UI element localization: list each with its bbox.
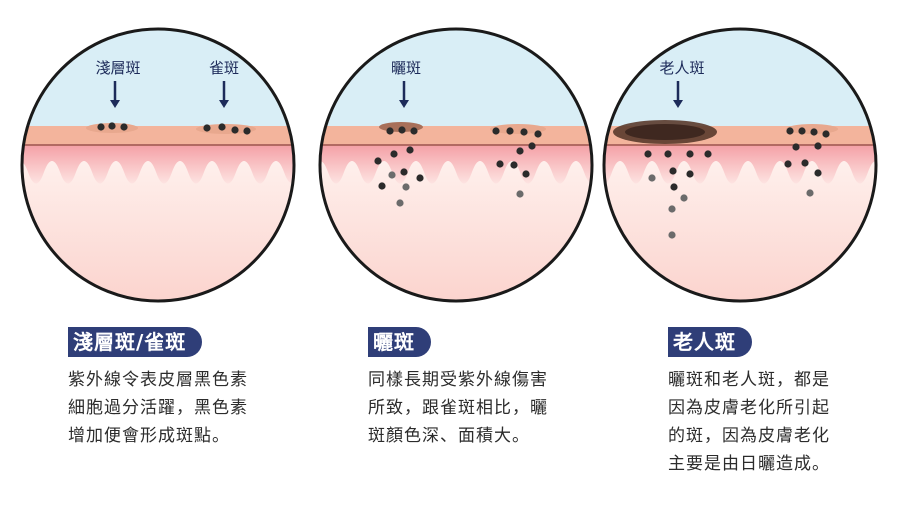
callout-label-age-spot: 老人斑	[659, 59, 705, 77]
panel-freckle: 淺層斑 雀斑 淺層斑/雀斑 紫外線令表皮層黑色素 細胞過分活躍，黑色素 增加便會…	[0, 0, 300, 523]
skin-illustration-sunspot	[318, 27, 594, 303]
magnifier-ring	[602, 27, 878, 303]
basal-line	[320, 144, 592, 146]
melanin-dot	[203, 124, 211, 132]
panel-sunspot: 曬斑 曬斑 同樣長期受紫外線傷害 所致，跟雀斑相比，曬 斑顏色深、面積大。	[300, 0, 600, 523]
panel-description: 曬斑和老人斑，都是 因為皮膚老化所引起 的斑，因為皮膚老化 主要是由日曬造成。	[668, 366, 898, 478]
freckle-bump	[196, 124, 256, 134]
arrow-icon	[399, 100, 409, 108]
dermis-layer	[22, 145, 294, 184]
description-line: 主要是由日曬造成。	[668, 454, 830, 474]
panel-title: 老人斑	[668, 327, 752, 357]
magnifier-ring	[20, 27, 296, 303]
callout-label-shallow-spot: 淺層斑	[95, 59, 141, 77]
age-spot-core	[625, 124, 705, 140]
epidermis-layer	[320, 126, 592, 145]
description-line: 所致，跟雀斑相比，曬	[368, 398, 548, 418]
description-line: 因為皮膚老化所引起	[668, 398, 830, 418]
arrow-icon	[219, 100, 229, 108]
melanin-dot	[231, 126, 239, 134]
arrow-icon	[110, 100, 120, 108]
melanin-cluster-deep	[388, 171, 524, 207]
melanin-dot	[108, 122, 116, 130]
melanin-dot	[120, 123, 128, 131]
melanin-cluster-deep	[648, 174, 814, 239]
basal-line	[604, 144, 876, 146]
melanin-cluster	[644, 127, 830, 191]
melanin-dot	[218, 123, 226, 131]
melanin-cluster	[374, 126, 542, 190]
description-line: 同樣長期受紫外線傷害	[368, 370, 548, 390]
description-line: 細胞過分活躍，黑色素	[68, 398, 248, 418]
description-line: 曬斑和老人斑，都是	[668, 370, 830, 390]
skin-illustration-freckle	[20, 27, 296, 303]
skin-illustration-age-spot	[602, 27, 878, 303]
description-line: 增加便會形成斑點。	[68, 426, 230, 446]
panel-description: 同樣長期受紫外線傷害 所致，跟雀斑相比，曬 斑顏色深、面積大。	[368, 366, 598, 450]
description-line: 紫外線令表皮層黑色素	[68, 370, 248, 390]
panel-title: 曬斑	[368, 327, 431, 357]
magnifier-ring	[318, 27, 594, 303]
panel-title: 淺層斑/雀斑	[68, 327, 203, 357]
melanin-dot	[243, 127, 251, 135]
arrow-icon	[673, 100, 683, 108]
melanin-dot	[97, 123, 105, 131]
description-line: 斑顏色深、面積大。	[368, 426, 530, 446]
sunspot-patch	[490, 124, 546, 134]
description-line: 的斑，因為皮膚老化	[668, 426, 830, 446]
callout-label-freckle: 雀斑	[208, 59, 240, 77]
panel-age-spot: 老人斑 老人斑 曬斑和老人斑，都是 因為皮膚老化所引起 的斑，因為皮膚老化 主要…	[600, 0, 900, 523]
panel-description: 紫外線令表皮層黑色素 細胞過分活躍，黑色素 增加便會形成斑點。	[68, 366, 298, 450]
callout-label-sunspot: 曬斑	[390, 59, 422, 77]
basal-line	[22, 144, 294, 146]
